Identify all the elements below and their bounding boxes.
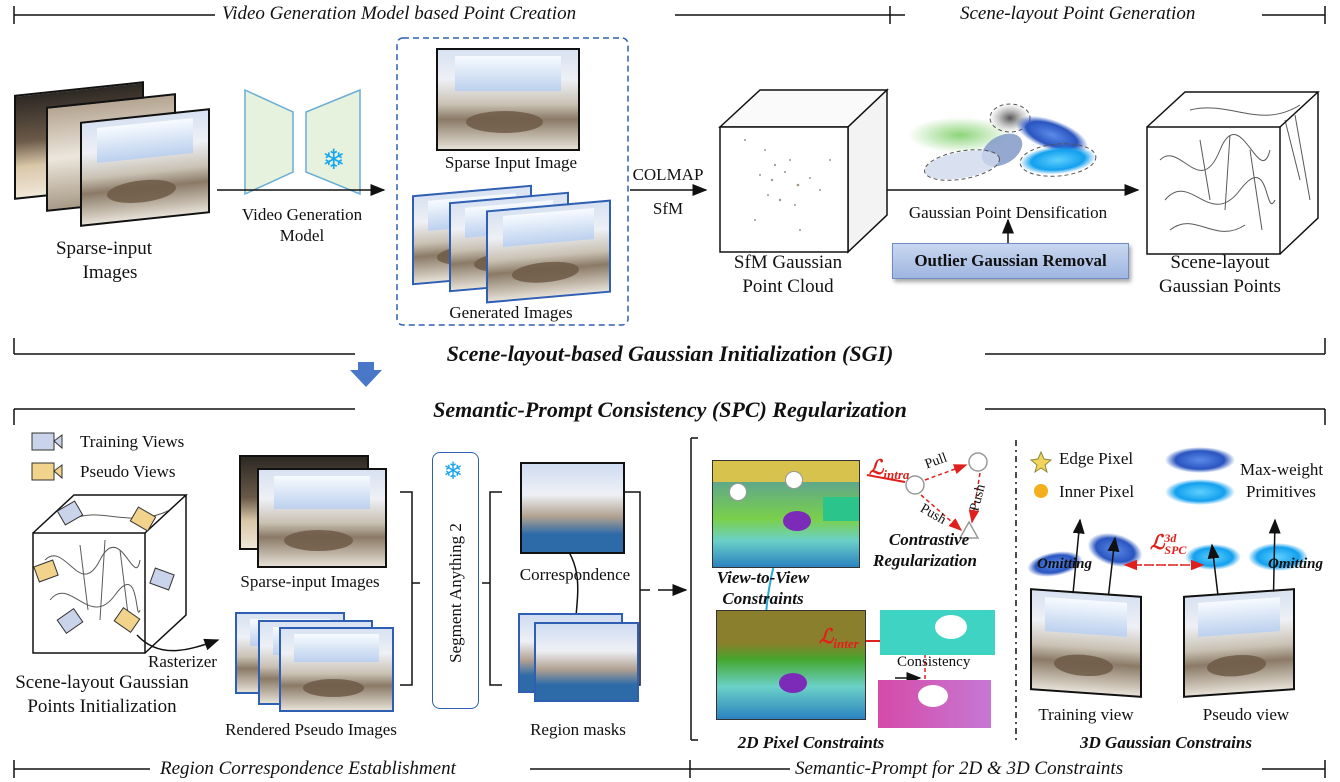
region-mask-photo-2	[534, 622, 639, 702]
top-header-bracket	[13, 6, 1326, 24]
sgi-bracket	[13, 338, 1326, 355]
spc-sparse-label: Sparse-input Images	[240, 572, 380, 591]
rendered-pseudo-label: Rendered Pseudo Images	[225, 720, 397, 739]
omitting-label-2: Omitting	[1268, 556, 1324, 572]
sparse-input-label-2: Images	[82, 262, 138, 283]
sfm-cube	[718, 88, 889, 254]
max-weight-label-2: Primitives	[1246, 482, 1316, 501]
contrastive-label-2: Regularization	[873, 551, 977, 570]
training-views-label: Training Views	[80, 432, 185, 451]
rasterizer-label: Rasterizer	[148, 652, 217, 671]
training-view-photo	[1030, 588, 1142, 698]
contrastive-graph	[866, 452, 988, 539]
sparse-input-image-label: Sparse Input Image	[444, 153, 578, 172]
l-inter-symbol: ℒinter	[819, 626, 859, 651]
braces	[400, 491, 650, 686]
region-masks-label: Region masks	[530, 720, 626, 739]
omitting-label-1: Omitting	[1037, 556, 1093, 572]
spc-bracket	[13, 408, 1326, 425]
video-model-label-2: Model	[279, 226, 325, 245]
spc-sparse-photo-2	[257, 468, 387, 568]
spc-title: Semantic-Prompt Consistency (SPC) Regula…	[433, 397, 907, 422]
video-model-label-1: Video Generation	[241, 205, 363, 224]
snowflake-icon: ❄	[322, 145, 346, 176]
correspondence-photo	[520, 462, 625, 554]
max-weight-label-1: Max-weight	[1240, 460, 1324, 479]
init-cube	[32, 494, 188, 654]
pixel-constraints-label: 2D Pixel Constraints	[737, 733, 885, 752]
header-semantic-prompt: Semantic-Prompt for 2D & 3D Constraints	[795, 758, 1124, 779]
sfm-points	[744, 139, 831, 231]
densification-label: Gaussian Point Densification	[908, 203, 1108, 222]
segment-anything-label: Segment Anything 2	[445, 523, 465, 664]
training-view-label: Training view	[1038, 705, 1134, 724]
gaussian-constraints-label: 3D Gaussian Constrains	[1080, 733, 1252, 752]
generated-images-label: Generated Images	[449, 303, 573, 322]
sparse-input-photo-3	[80, 108, 210, 227]
scene-layout-scribbles	[1159, 104, 1311, 232]
scene-layout-label-1: Scene-layout	[1170, 252, 1270, 273]
generated-photo-3	[486, 199, 611, 304]
scene-layout-label-2: Gaussian Points	[1159, 276, 1281, 297]
generated-images-box	[396, 37, 629, 326]
bottom-header-bracket	[13, 760, 1326, 778]
legend-cameras	[31, 432, 63, 481]
pseudo-views-label: Pseudo Views	[80, 462, 176, 481]
contrastive-label-1: Contrastive	[888, 530, 970, 549]
video-model-shape	[244, 88, 361, 196]
sfm-cloud-label-2: Point Cloud	[742, 276, 834, 297]
sam-snowflake-icon: ❄	[443, 459, 464, 485]
correspondence-label: Correspondence	[519, 565, 631, 584]
inner-pixel-label: Inner Pixel	[1059, 482, 1135, 501]
v2v-segment-image	[712, 460, 860, 568]
init-label-2: Points Initialization	[27, 696, 177, 717]
segment-anything-box: ❄ Segment Anything 2	[432, 452, 479, 709]
header-scene-layout: Scene-layout Point Generation	[960, 3, 1196, 24]
inner-pixel-icon	[1034, 484, 1048, 498]
pseudo-view-photo	[1183, 588, 1295, 698]
sparse-input-label-1: Sparse-input	[55, 238, 153, 259]
consistency-mask-2	[878, 680, 991, 728]
rendered-photo-3	[279, 627, 394, 712]
camera-icons	[33, 500, 175, 634]
pseudo-view-label: Pseudo view	[1202, 705, 1290, 724]
consistency-mask-1	[880, 610, 995, 655]
scene-layout-cube	[1146, 91, 1320, 255]
pixel-segment-image	[716, 610, 866, 720]
sgi-title: Scene-layout-based Gaussian Initializati…	[446, 341, 894, 366]
init-label-1: Scene-layout Gaussian	[15, 672, 189, 693]
sfm-label: SfM	[652, 199, 684, 218]
outlier-removal-box: Outlier Gaussian Removal	[892, 243, 1129, 279]
header-region-correspondence: Region Correspondence Establishment	[160, 758, 456, 779]
l-intra-symbol: ℒintra	[869, 457, 910, 482]
constraints-bracket	[690, 437, 698, 741]
gaussian-ellipses	[908, 103, 1097, 181]
v2v-label-1: View-to-View	[716, 568, 810, 587]
colmap-label: COLMAP	[632, 165, 704, 184]
sparse-input-image-photo	[436, 48, 580, 151]
v2v-label-2: Constraints	[722, 589, 804, 608]
down-arrow	[350, 366, 382, 387]
header-video-generation: Video Generation Model based Point Creat…	[222, 3, 577, 24]
edge-pixel-label: Edge Pixel	[1059, 449, 1134, 468]
edge-pixel-icon	[1029, 450, 1053, 474]
sfm-cloud-label-1: SfM Gaussian	[733, 252, 843, 273]
consistency-label: Consistency	[897, 654, 971, 670]
